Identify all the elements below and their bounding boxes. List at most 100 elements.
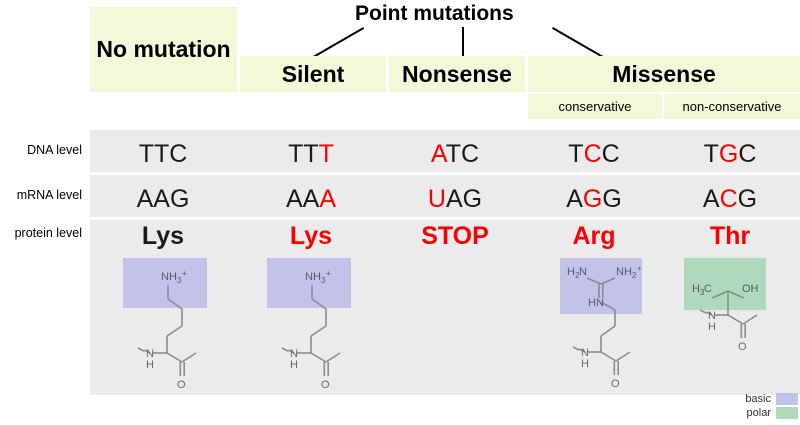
mrna-sequence-no-mutation: AAG: [103, 185, 223, 214]
svg-text:3: 3: [700, 288, 705, 297]
protein-residue-missense-conservative: Arg: [572, 222, 616, 250]
header-missense-label: Missense: [612, 60, 716, 87]
svg-text:NH: NH: [616, 266, 632, 278]
protein-residue-silent: Lys: [289, 222, 333, 250]
header-missense: Missense: [528, 56, 800, 92]
row-mrna-background: [90, 175, 800, 217]
row-protein-background: [90, 220, 800, 395]
mrna-base: G: [602, 185, 622, 213]
connector-line-silent: [313, 27, 365, 58]
structure-lysine-col1: NH 3 + N H O: [104, 258, 234, 390]
header-conservative-label: conservative: [558, 99, 632, 114]
svg-text:NH: NH: [161, 271, 177, 283]
svg-text:OH: OH: [742, 283, 759, 295]
structure-threonine-col5: H 3 C OH N H O: [684, 258, 800, 390]
highlight-basic-col2: [267, 258, 351, 308]
dna-base: T: [703, 140, 719, 168]
header-no-mutation: No mutation: [90, 7, 237, 92]
protein-residue-nonsense: STOP: [421, 222, 489, 250]
lysine-skeleton-col1: NH 3 + N H O: [137, 269, 197, 390]
connector-line-nonsense: [462, 27, 464, 56]
mrna-sequence-missense-non-conservative: ACG: [670, 185, 790, 214]
svg-text:O: O: [321, 379, 330, 390]
header-non-conservative-label: non-conservative: [682, 99, 782, 114]
mrna-mutated-base: U: [427, 185, 446, 213]
header-silent-label: Silent: [281, 60, 345, 87]
mrna-base: A: [566, 185, 583, 213]
row-label-protein: protein level: [14, 226, 82, 240]
svg-text:H: H: [290, 359, 298, 371]
row-label-mrna: mRNA level: [16, 188, 82, 202]
highlight-basic-col1: [123, 258, 207, 308]
mrna-sequence-missense-conservative: AGG: [534, 185, 654, 214]
mrna-base: A: [702, 185, 720, 213]
row-label-dna: DNA level: [27, 143, 82, 157]
mrna-sequence-nonsense: UAG: [395, 185, 515, 214]
dna-sequence-nonsense: ATC: [395, 140, 515, 169]
legend-item-polar: polar: [745, 406, 798, 420]
svg-text:HN: HN: [588, 297, 604, 309]
header-silent: Silent: [240, 56, 386, 92]
svg-text:H: H: [146, 359, 154, 371]
svg-text:N: N: [708, 310, 716, 322]
legend: basic polar: [745, 392, 798, 420]
mrna-mutated-base: C: [719, 185, 738, 213]
header-non-conservative: non-conservative: [664, 94, 800, 119]
dna-sequence-silent: TTT: [251, 140, 371, 169]
dna-base: C: [169, 140, 188, 168]
dna-sequence-missense-non-conservative: TGC: [670, 140, 790, 169]
svg-text:2: 2: [632, 271, 637, 280]
svg-text:N: N: [146, 348, 154, 360]
arginine-skeleton-col4: H 2 N NH 2 + HN N H O: [567, 264, 642, 390]
svg-text:N: N: [579, 266, 587, 278]
connector-line-missense: [552, 27, 604, 58]
svg-text:O: O: [177, 379, 186, 390]
highlight-basic-col4: [560, 258, 642, 314]
svg-text:2: 2: [575, 271, 580, 280]
protein-residue-missense-non-conservative: Thr: [709, 222, 751, 250]
svg-text:+: +: [326, 269, 331, 278]
svg-text:3: 3: [321, 276, 326, 285]
dna-base: T: [568, 140, 584, 168]
dna-base: C: [738, 140, 757, 168]
legend-item-basic: basic: [745, 392, 798, 406]
dna-mutated-base: A: [430, 140, 446, 168]
row-dna-background: [90, 130, 800, 172]
legend-label-polar: polar: [746, 407, 771, 419]
mrna-base: AA: [136, 185, 170, 213]
dna-mutated-base: C: [583, 140, 602, 168]
mrna-base: G: [737, 185, 758, 213]
mrna-sequence-silent: AAA: [251, 185, 371, 214]
point-mutations-title: Point mutations: [355, 2, 514, 25]
svg-text:H: H: [581, 358, 589, 370]
header-nonsense-label: Nonsense: [402, 60, 512, 87]
mrna-mutated-base: A: [319, 185, 337, 213]
dna-base: C: [601, 140, 620, 168]
svg-text:N: N: [581, 347, 589, 359]
dna-base: TT: [288, 140, 319, 168]
svg-text:+: +: [637, 264, 642, 273]
svg-text:H: H: [692, 283, 700, 295]
svg-text:O: O: [611, 378, 620, 390]
structure-arginine-col4: H 2 N NH 2 + HN N H O: [540, 258, 666, 390]
legend-swatch-polar: [776, 407, 798, 419]
dna-base: TC: [445, 140, 480, 168]
header-conservative: conservative: [528, 94, 662, 119]
mrna-mutated-base: G: [582, 185, 603, 213]
svg-text:N: N: [290, 348, 298, 360]
mrna-base: AG: [445, 185, 483, 213]
svg-text:C: C: [704, 283, 712, 295]
protein-residue-no-mutation: Lys: [141, 222, 185, 250]
dna-mutated-base: T: [318, 140, 334, 168]
svg-text:NH: NH: [305, 271, 321, 283]
legend-swatch-basic: [776, 393, 798, 405]
legend-label-basic: basic: [745, 393, 771, 405]
header-no-mutation-label: No mutation: [96, 36, 231, 62]
dna-sequence-no-mutation: TTC: [103, 140, 223, 169]
svg-text:H: H: [708, 321, 716, 333]
dna-sequence-missense-conservative: TCC: [534, 140, 654, 169]
svg-text:+: +: [182, 269, 187, 278]
mrna-base: G: [169, 185, 190, 213]
lysine-skeleton-col2: NH 3 + N H O: [281, 269, 341, 390]
